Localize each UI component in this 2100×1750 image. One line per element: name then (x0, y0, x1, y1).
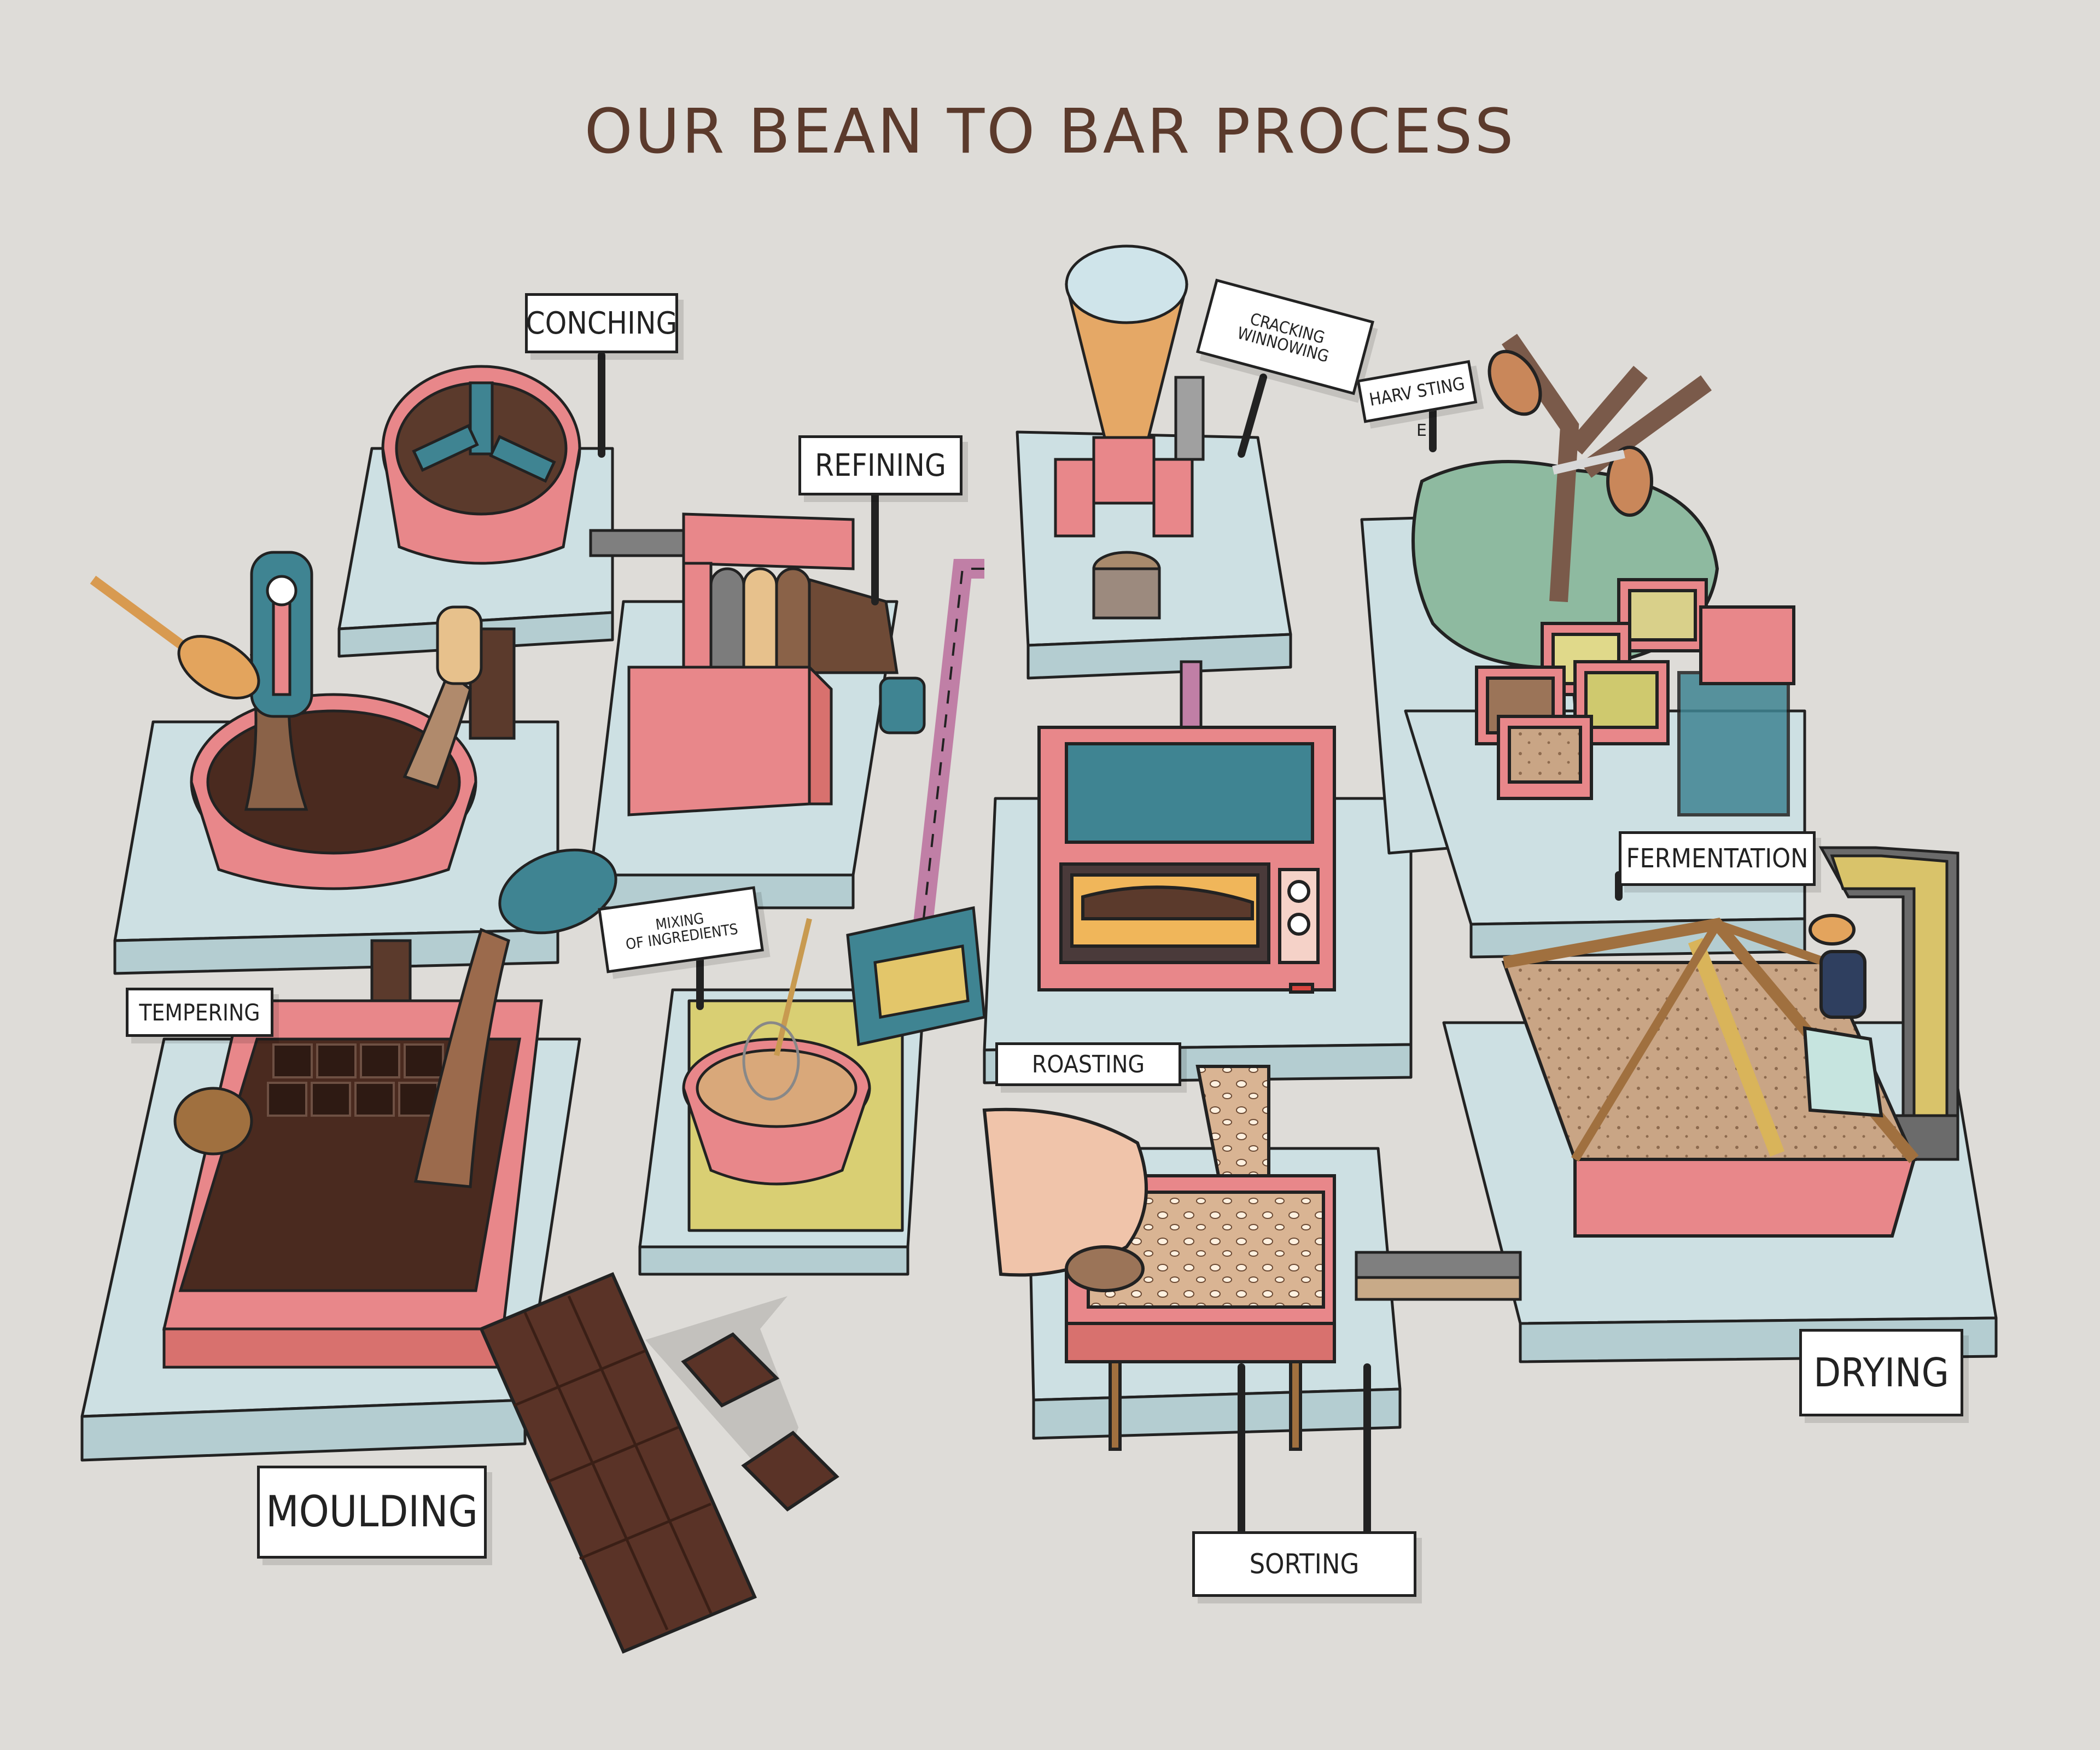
page-title: OUR BEAN TO BAR PROCESS (584, 96, 1516, 167)
roasting-oven (1037, 726, 1336, 994)
tempering-station (90, 551, 483, 890)
sign-fermentation-label: FERMENTATION (1626, 843, 1809, 874)
sign-posts (598, 352, 1623, 1551)
sign-sorting: SORTING (1192, 1531, 1416, 1597)
sign-sorting-label: SORTING (1249, 1548, 1360, 1580)
sign-conching: CONCHING (525, 293, 678, 353)
chocolate-bar (479, 1272, 839, 1654)
sign-tempering: TEMPERING (126, 988, 273, 1037)
fermentation-boxes (1475, 578, 1795, 816)
conching-machine (381, 365, 581, 565)
sign-tempering-label: TEMPERING (139, 999, 260, 1026)
sign-refining: REFINING (798, 435, 962, 495)
pipes (370, 529, 1959, 1301)
sign-harvesting-label: HARV STING (1367, 372, 1467, 411)
sign-roasting-label: ROASTING (1031, 1050, 1145, 1078)
sign-fermentation: FERMENTATION (1619, 831, 1816, 886)
sorting-station (982, 1065, 1336, 1451)
sign-drying: DRYING (1799, 1329, 1963, 1416)
sign-refining-label: REFINING (815, 447, 946, 483)
mixing-station (682, 906, 986, 1186)
moulding-station (162, 848, 617, 1369)
drying-rack (1501, 914, 1919, 1238)
sign-roasting: ROASTING (995, 1042, 1181, 1086)
sign-moulding: MOULDING (257, 1466, 487, 1559)
cracking-winnowing-machine (1054, 244, 1205, 620)
sign-drying-label: DRYING (1813, 1350, 1949, 1396)
sign-harvesting-fragment: E (1416, 421, 1427, 440)
sign-conching-label: CONCHING (526, 305, 678, 341)
refining-machine (627, 512, 926, 816)
sign-moulding-label: MOULDING (266, 1488, 478, 1537)
